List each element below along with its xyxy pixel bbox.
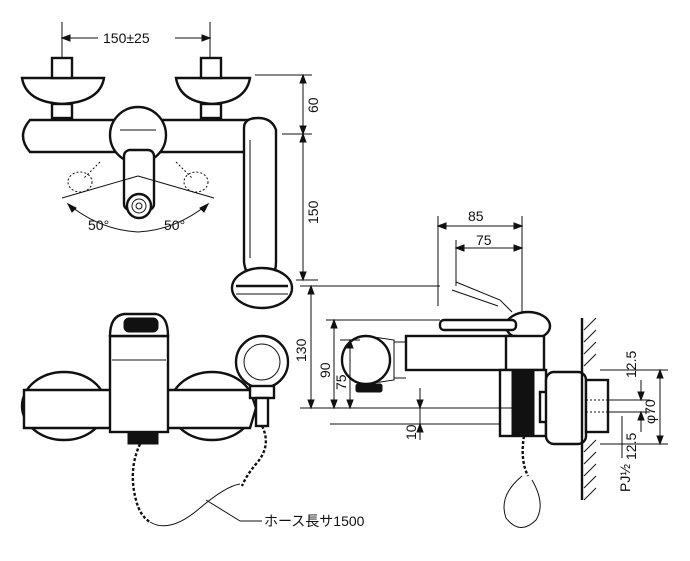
dim-r-12-5-bottom: 12.5 bbox=[623, 433, 639, 460]
label-pipe-thread: PJ½ bbox=[617, 464, 633, 492]
dim-h-90: 90 bbox=[317, 362, 333, 378]
dim-angle-left: 50° bbox=[88, 217, 109, 233]
dim-depth-75: 75 bbox=[476, 232, 492, 248]
dim-h-10: 10 bbox=[403, 424, 419, 440]
top-spout bbox=[242, 116, 278, 284]
dim-height-150: 150 bbox=[305, 200, 321, 224]
dim-diameter-70: φ70 bbox=[642, 399, 658, 424]
wall-hatching bbox=[583, 317, 597, 501]
label-hose-length: ホース長サ1500 bbox=[264, 513, 365, 529]
left-flange bbox=[20, 76, 106, 106]
dim-depth-85: 85 bbox=[468, 208, 484, 224]
side-view: 85 75 bbox=[293, 208, 668, 528]
front-view: ホース長サ1500 bbox=[20, 312, 365, 529]
side-body bbox=[404, 334, 518, 372]
dim-height-60: 60 bbox=[305, 97, 321, 113]
dim-r-12-5-top: 12.5 bbox=[623, 351, 639, 378]
top-view: 150±25 50° 50° bbox=[20, 22, 321, 310]
dim-h-75: 75 bbox=[333, 374, 349, 390]
dim-angle-right: 50° bbox=[164, 217, 185, 233]
dim-h-130: 130 bbox=[293, 338, 309, 362]
dim-top-spacing: 150±25 bbox=[103, 30, 150, 46]
right-flange bbox=[174, 76, 252, 106]
hose-left bbox=[131, 443, 151, 524]
